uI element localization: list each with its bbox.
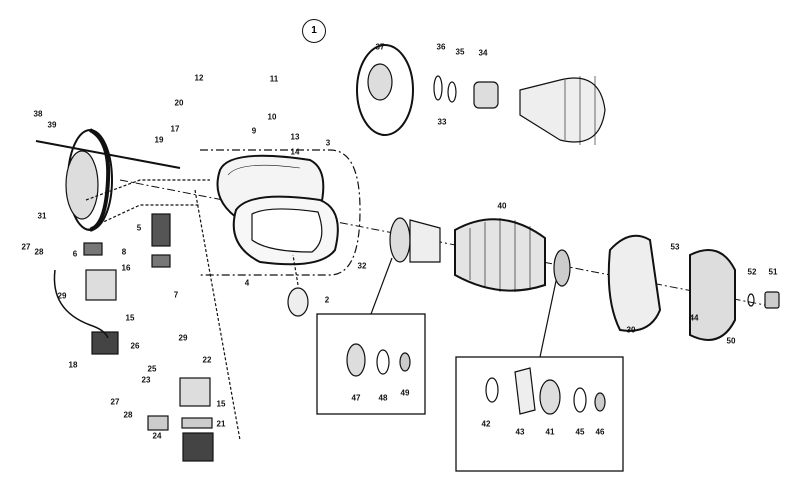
callout-48: 48 — [378, 393, 388, 403]
brush-holder-8b — [151, 254, 171, 268]
callout-27: 27 — [21, 242, 31, 252]
callout-43: 43 — [515, 427, 525, 437]
cable — [53, 269, 109, 339]
callout-12: 12 — [194, 73, 204, 83]
callout-41: 41 — [545, 427, 555, 437]
bearing-kit-box — [455, 356, 624, 472]
screw-2 — [287, 287, 309, 317]
armature-detail — [356, 44, 606, 145]
plate-26 — [91, 331, 119, 355]
ring-49 — [399, 352, 411, 372]
bearing-47 — [346, 343, 366, 377]
callout-19: 19 — [154, 135, 164, 145]
callout-24: 24 — [152, 431, 162, 441]
brush-holder-8a — [83, 242, 103, 256]
callout-15-lower: 15 — [216, 399, 226, 409]
washer-48 — [376, 349, 390, 375]
callout-15: 15 — [125, 313, 135, 323]
callout-9: 9 — [251, 126, 257, 136]
callout-36: 36 — [436, 42, 446, 52]
callout-44: 44 — [689, 313, 699, 323]
callout-33: 33 — [437, 117, 447, 127]
callout-37: 37 — [375, 42, 385, 52]
plate-43 — [514, 367, 536, 415]
callout-22: 22 — [202, 355, 212, 365]
callout-53: 53 — [670, 242, 680, 252]
callout-31: 31 — [37, 211, 47, 221]
end-bell-30 — [607, 234, 662, 332]
fan-50 — [689, 249, 736, 341]
washer-52 — [747, 293, 755, 307]
brush-5 — [151, 213, 171, 247]
callout-2: 2 — [324, 295, 330, 305]
callout-29-lower: 29 — [178, 333, 188, 343]
ring-42 — [485, 377, 499, 403]
callout-47: 47 — [351, 393, 361, 403]
callout-11: 11 — [269, 74, 279, 84]
callout-29: 29 — [57, 291, 67, 301]
figure-number: 1 — [302, 19, 326, 43]
bearing-41 — [539, 379, 561, 415]
callout-23: 23 — [141, 375, 151, 385]
callout-25: 25 — [147, 364, 157, 374]
callout-5: 5 — [136, 223, 142, 233]
callout-51: 51 — [768, 267, 778, 277]
callout-18: 18 — [68, 360, 78, 370]
callout-8: 8 — [121, 247, 127, 257]
block-lower — [182, 432, 214, 462]
callout-46: 46 — [595, 427, 605, 437]
callout-50: 50 — [726, 336, 736, 346]
callout-17: 17 — [170, 124, 180, 134]
callout-28-lower: 28 — [123, 410, 133, 420]
end-shield-31 — [35, 128, 181, 232]
callout-52: 52 — [747, 267, 757, 277]
callout-45: 45 — [575, 427, 585, 437]
field-coil-4 — [232, 195, 339, 266]
switch-16 — [85, 269, 117, 301]
callout-28: 28 — [34, 247, 44, 257]
switch-15b — [179, 377, 211, 407]
callout-7: 7 — [173, 290, 179, 300]
callout-35: 35 — [455, 47, 465, 57]
callout-16: 16 — [121, 263, 131, 273]
callout-13: 13 — [290, 132, 300, 142]
washer-45 — [573, 387, 587, 413]
callout-26: 26 — [130, 341, 140, 351]
callout-3: 3 — [325, 138, 331, 148]
callout-42: 42 — [481, 419, 491, 429]
callout-6: 6 — [72, 249, 78, 259]
callout-40: 40 — [497, 201, 507, 211]
callout-20: 20 — [174, 98, 184, 108]
callout-32: 32 — [357, 261, 367, 271]
callout-34: 34 — [478, 48, 488, 58]
callout-39: 39 — [47, 120, 57, 130]
stator-housing-outline — [200, 149, 361, 276]
callout-21: 21 — [216, 419, 226, 429]
callout-38: 38 — [33, 109, 43, 119]
callout-10: 10 — [267, 112, 277, 122]
callout-49: 49 — [400, 388, 410, 398]
callout-30: 30 — [626, 325, 636, 335]
callout-4: 4 — [244, 278, 250, 288]
armature-40 — [389, 217, 571, 292]
plate-24 — [147, 415, 169, 431]
callout-27-lower: 27 — [110, 397, 120, 407]
callout-14: 14 — [290, 147, 300, 157]
plate-21 — [181, 417, 213, 429]
ring-46 — [594, 392, 606, 412]
nut-51 — [764, 291, 780, 309]
